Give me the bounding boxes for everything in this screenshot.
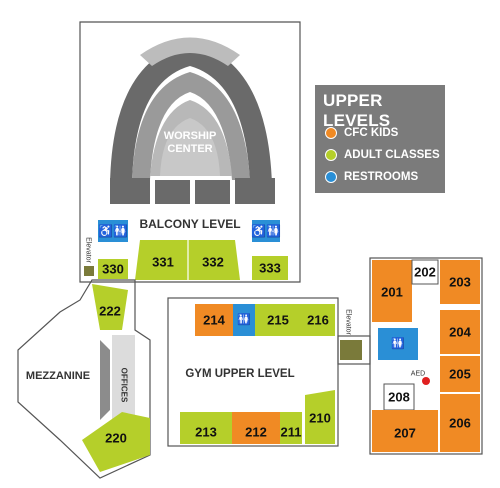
legend-item-adult: ADULT CLASSES — [325, 147, 440, 163]
elevator-box-east — [340, 340, 362, 360]
room-212-label: 212 — [245, 425, 267, 440]
room-202[interactable] — [411, 259, 439, 285]
mezzanine-wing: 222 MEZZANINE OFFICES 220 — [17, 279, 151, 479]
offices-wall — [100, 340, 110, 420]
elevator-box — [84, 266, 94, 276]
room-212[interactable] — [232, 412, 280, 444]
balcony-seating-left — [110, 178, 150, 204]
room-330-label: 330 — [102, 262, 124, 277]
restroom-icon: ♿🚻 — [251, 224, 281, 238]
legend-label: RESTROOMS — [344, 171, 419, 183]
room-207[interactable] — [372, 410, 438, 452]
room-201-label: 201 — [381, 285, 403, 300]
room-210[interactable] — [305, 390, 335, 444]
balcony-seating-right — [235, 178, 275, 204]
elevator-label-east: Elevator — [345, 309, 352, 335]
room-206-label: 206 — [449, 416, 471, 431]
room-205[interactable] — [440, 356, 480, 392]
restroom-icon: 🚻 — [237, 313, 251, 326]
legend-item-kids: CFC KIDS — [325, 125, 398, 141]
gym-upper-level-label: GYM UPPER LEVEL — [185, 368, 294, 380]
seating-mid — [132, 72, 250, 180]
room-220[interactable] — [82, 412, 150, 472]
legend-label: ADULT CLASSES — [344, 149, 440, 161]
mezzanine-label: MEZZANINE — [26, 370, 90, 382]
room-330[interactable] — [98, 259, 128, 279]
balcony-seating-center-right — [195, 180, 230, 204]
room-216[interactable] — [301, 304, 335, 336]
room-222[interactable] — [92, 284, 128, 330]
room-201[interactable] — [372, 260, 412, 322]
gym-building: 214 🚻 215 216 GYM UPPER LEVEL 213 212 21… — [167, 297, 339, 447]
room-203-label: 203 — [449, 275, 471, 290]
balcony-seating-center-left — [155, 180, 190, 204]
room-220-label: 220 — [105, 431, 127, 446]
seating-center — [160, 118, 220, 176]
room-204[interactable] — [440, 310, 480, 354]
worship-center-label-2: CENTER — [167, 143, 212, 155]
room-208-label: 208 — [388, 390, 410, 405]
room-203[interactable] — [440, 260, 480, 304]
restroom-balcony-left[interactable] — [98, 220, 128, 242]
restroom-icon: 🚻 — [391, 337, 405, 350]
restroom-swatch-icon — [325, 171, 337, 183]
room-211[interactable] — [280, 412, 302, 444]
room-333-label: 333 — [259, 261, 281, 276]
room-210-label: 210 — [309, 411, 331, 426]
legend-label: CFC KIDS — [344, 127, 399, 139]
kids-swatch-icon — [325, 127, 337, 139]
restroom-balcony-right[interactable] — [252, 220, 280, 242]
room-213-label: 213 — [195, 425, 217, 440]
room-222-label: 222 — [99, 304, 121, 319]
room-211-label: 211 — [281, 425, 302, 440]
worship-center-label-1: WORSHIP — [164, 130, 217, 142]
legend-title: UPPER LEVELS — [323, 91, 391, 130]
stage-area — [140, 37, 240, 66]
offices-label: OFFICES — [120, 368, 129, 403]
room-332-label: 332 — [202, 255, 224, 270]
room-207-label: 207 — [394, 426, 416, 441]
room-213[interactable] — [180, 412, 232, 444]
elevator-label: Elevator — [85, 237, 92, 263]
room-216-label: 216 — [307, 313, 329, 328]
aed-icon — [422, 377, 430, 385]
room-206[interactable] — [440, 394, 480, 452]
restroom-icon: ♿🚻 — [98, 224, 128, 238]
room-204-label: 204 — [449, 325, 471, 340]
room-202-label: 202 — [414, 265, 436, 280]
worship-building: WORSHIP CENTER BALCONY LEVEL ♿🚻 ♿🚻 Eleva… — [79, 21, 301, 283]
kids-wing: 201 202 203 204 🚻 205 208 AED 207 206 — [369, 257, 483, 455]
legend-panel: UPPER LEVELS CFC KIDS ADULT CLASSES REST… — [315, 85, 445, 193]
legend-item-restroom: RESTROOMS — [325, 169, 418, 185]
room-333[interactable] — [252, 256, 288, 280]
aed-label: AED — [411, 371, 425, 378]
balcony-level-label: BALCONY LEVEL — [139, 217, 240, 231]
room-331-label: 331 — [152, 255, 174, 270]
connector: Elevator — [337, 309, 371, 365]
restroom-kids[interactable] — [378, 328, 418, 360]
seating-outer — [110, 42, 272, 185]
room-214-label: 214 — [203, 313, 225, 328]
room-215[interactable] — [255, 304, 301, 336]
restroom-gym[interactable] — [233, 304, 255, 336]
room-205-label: 205 — [449, 367, 471, 382]
adult-swatch-icon — [325, 149, 337, 161]
room-214[interactable] — [195, 304, 233, 336]
room-215-label: 215 — [267, 313, 289, 328]
